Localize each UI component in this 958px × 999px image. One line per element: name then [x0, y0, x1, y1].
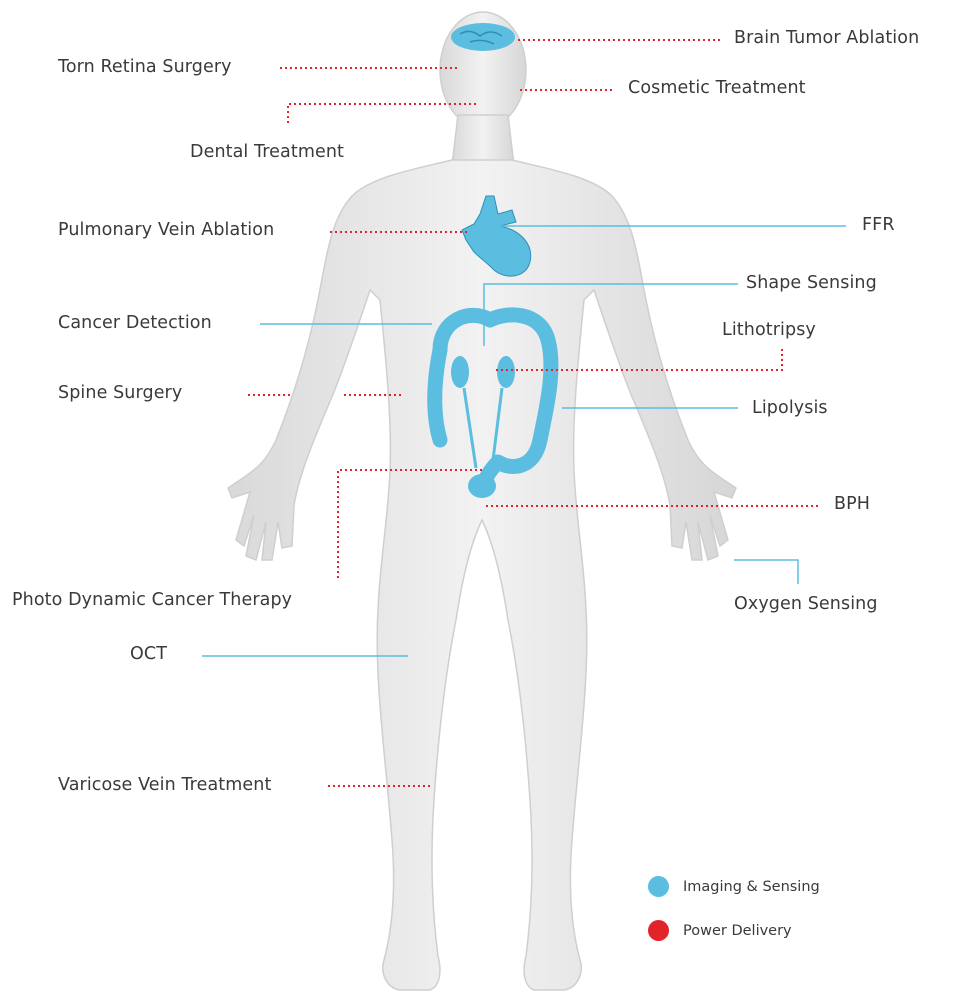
label-dental-treatment: Dental Treatment	[190, 142, 344, 162]
label-lithotripsy: Lithotripsy	[722, 320, 816, 340]
label-bph: BPH	[834, 494, 870, 514]
legend-label-imaging-sensing: Imaging & Sensing	[683, 879, 820, 895]
legend-dot-imaging-icon	[648, 876, 669, 897]
label-spine-surgery: Spine Surgery	[58, 383, 182, 403]
label-oct: OCT	[130, 644, 167, 664]
label-varicose-vein-treatment: Varicose Vein Treatment	[58, 775, 271, 795]
brain-icon	[451, 23, 515, 51]
label-oxygen-sensing: Oxygen Sensing	[734, 594, 878, 614]
legend-label-power-delivery: Power Delivery	[683, 923, 792, 939]
legend-item-imaging-sensing: Imaging & Sensing	[648, 876, 820, 897]
label-brain-tumor-ablation: Brain Tumor Ablation	[734, 28, 919, 48]
label-shape-sensing: Shape Sensing	[746, 273, 877, 293]
leader-dental-treatment	[288, 104, 476, 126]
label-cancer-detection: Cancer Detection	[58, 313, 212, 333]
legend-item-power-delivery: Power Delivery	[648, 920, 792, 941]
colon-end-icon	[468, 474, 496, 498]
label-photo-dynamic-cancer-therapy: Photo Dynamic Cancer Therapy	[12, 590, 292, 610]
label-lipolysis: Lipolysis	[752, 398, 828, 418]
label-ffr: FFR	[862, 215, 895, 235]
legend-dot-power-icon	[648, 920, 669, 941]
label-cosmetic-treatment: Cosmetic Treatment	[628, 78, 806, 98]
leader-oxygen-sensing	[734, 560, 798, 584]
label-torn-retina-surgery: Torn Retina Surgery	[58, 57, 232, 77]
label-pulmonary-vein-ablation: Pulmonary Vein Ablation	[58, 220, 274, 240]
